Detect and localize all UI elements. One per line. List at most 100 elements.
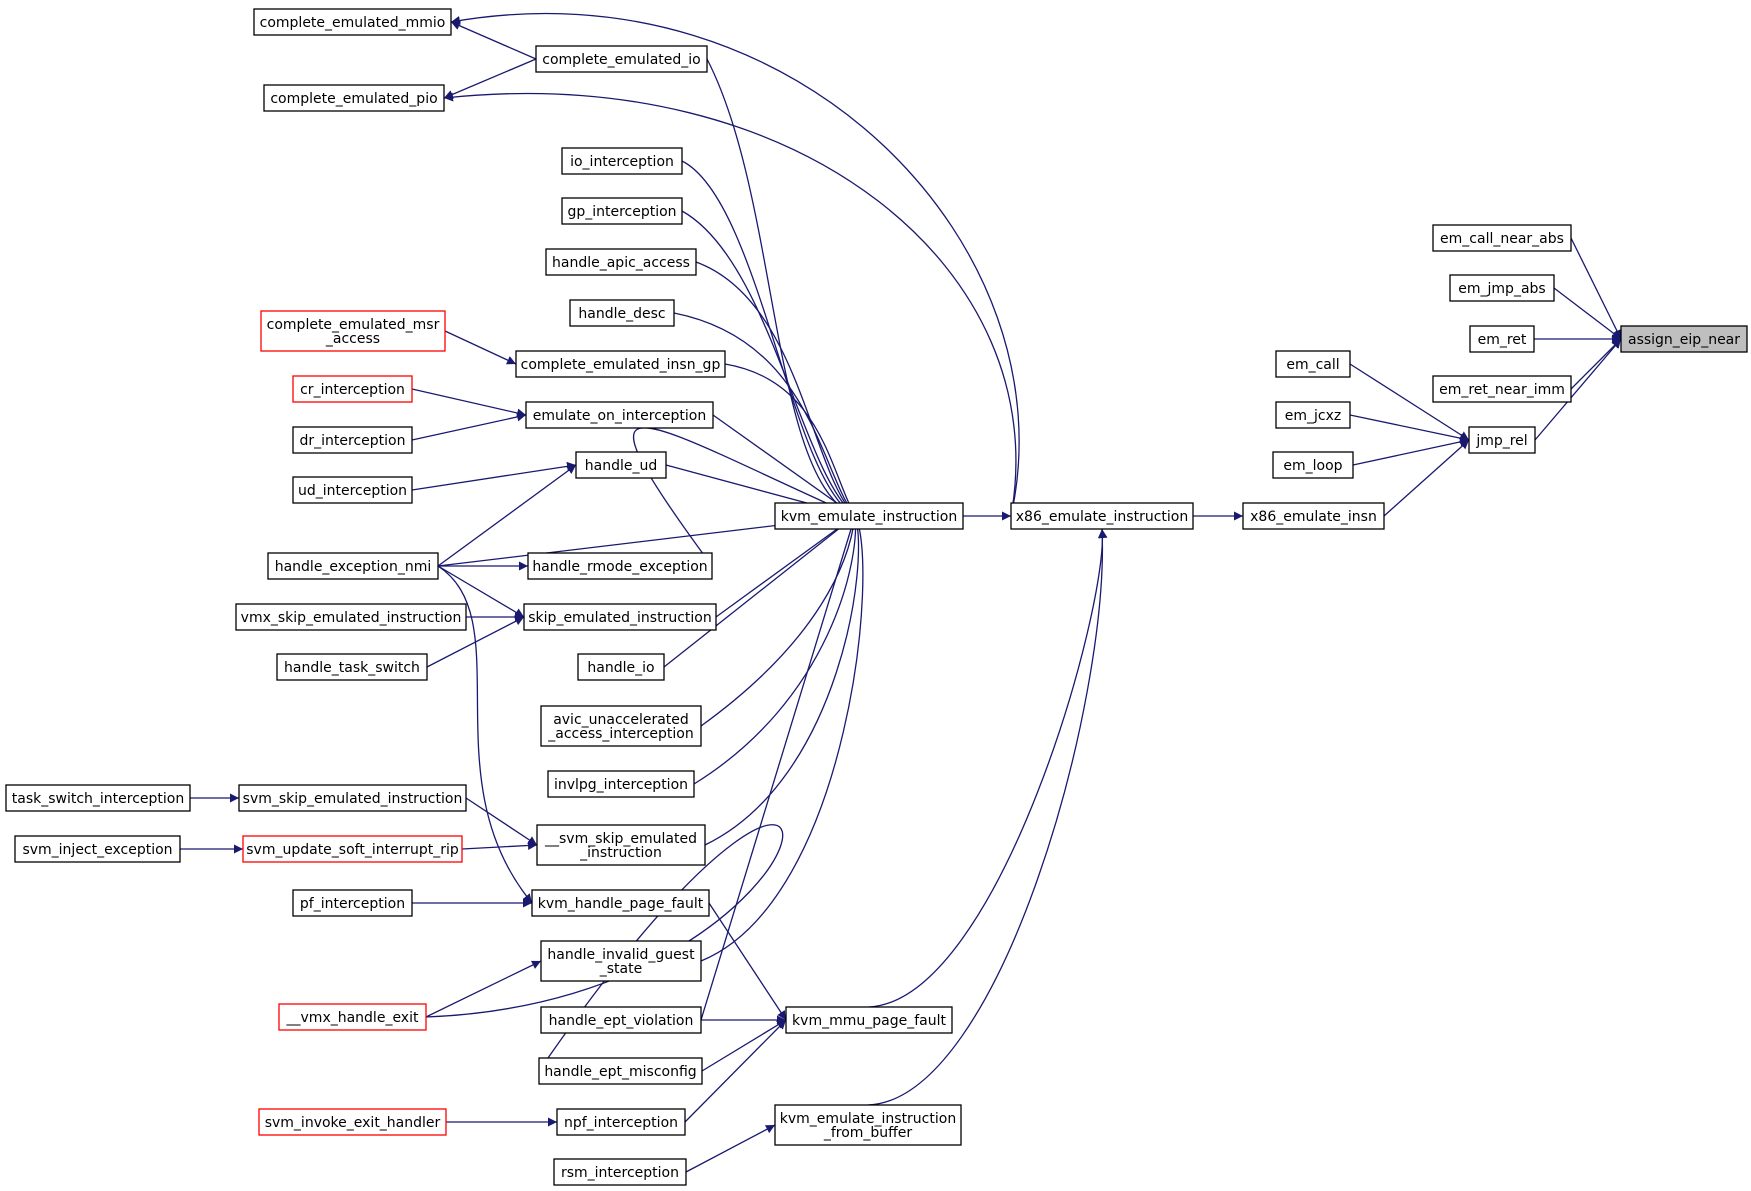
node-svm_invoke_exit_handler[interactable]: svm_invoke_exit_handler bbox=[258, 1108, 447, 1136]
node-complete_emulated_mmio[interactable]: complete_emulated_mmio bbox=[253, 8, 452, 36]
edge-io_interception-to-kvm_emulate_instruction bbox=[681, 160, 856, 517]
node-complete_emulated_insn_gp[interactable]: complete_emulated_insn_gp bbox=[515, 350, 726, 378]
node-box bbox=[1272, 451, 1354, 479]
node-npf_interception[interactable]: npf_interception bbox=[556, 1108, 686, 1136]
edge-complete_emulated_msr_access-to-complete_emulated_insn_gp bbox=[444, 330, 517, 365]
node-complete_emulated_msr_access[interactable]: complete_emulated_msr_access bbox=[260, 310, 446, 352]
node-box bbox=[1010, 502, 1194, 530]
node-em_jmp_abs[interactable]: em_jmp_abs bbox=[1449, 274, 1555, 302]
node-handle_exception_nmi[interactable]: handle_exception_nmi bbox=[267, 552, 439, 580]
node-label: vmx_skip_emulated_instruction bbox=[241, 610, 462, 626]
edge-__vmx_handle_exit-to-handle_invalid_guest_state bbox=[425, 960, 542, 1018]
node-kvm_emulate_instruction_from_buffer[interactable]: kvm_emulate_instruction_from_buffer bbox=[774, 1104, 962, 1146]
edge-handle_ept_violation-to-kvm_emulate_instruction bbox=[700, 515, 857, 1021]
node-svm_update_soft_interrupt_rip[interactable]: svm_update_soft_interrupt_rip bbox=[242, 835, 463, 863]
node-x86_emulate_insn[interactable]: x86_emulate_insn bbox=[1242, 502, 1385, 530]
node-handle_ept_misconfig[interactable]: handle_ept_misconfig bbox=[538, 1057, 703, 1085]
edge-x86_emulate_instruction-to-complete_emulated_pio bbox=[443, 92, 1017, 517]
edge-__svm_skip_emulated_instruction-to-kvm_emulate_instruction bbox=[704, 515, 863, 846]
node-label: _from_buffer bbox=[823, 1125, 913, 1141]
node-rsm_interception[interactable]: rsm_interception bbox=[553, 1158, 687, 1186]
node-box bbox=[575, 451, 667, 479]
edge-kvm_handle_page_fault-to-kvm_mmu_page_fault bbox=[708, 902, 787, 1021]
node-skip_emulated_instruction[interactable]: skip_emulated_instruction bbox=[523, 603, 717, 631]
node-box bbox=[556, 1108, 686, 1136]
node-cr_interception[interactable]: cr_interception bbox=[292, 375, 413, 403]
edge-em_call_near_abs-to-assign_eip_near bbox=[1570, 237, 1622, 340]
node-complete_emulated_io[interactable]: complete_emulated_io bbox=[535, 45, 708, 73]
node-box bbox=[774, 1104, 962, 1146]
node-task_switch_interception[interactable]: task_switch_interception bbox=[5, 784, 191, 812]
node-box bbox=[525, 401, 714, 429]
node-handle_ud[interactable]: handle_ud bbox=[575, 451, 667, 479]
node-gp_interception[interactable]: gp_interception bbox=[561, 197, 683, 225]
node-label: svm_update_soft_interrupt_rip bbox=[246, 842, 459, 858]
node-complete_emulated_pio[interactable]: complete_emulated_pio bbox=[263, 84, 445, 112]
edge-npf_interception-to-kvm_mmu_page_fault bbox=[684, 1019, 787, 1123]
node-em_ret[interactable]: em_ret bbox=[1469, 325, 1535, 353]
node-label: __svm_skip_emulated bbox=[544, 831, 697, 847]
node-__vmx_handle_exit[interactable]: __vmx_handle_exit bbox=[278, 1003, 427, 1031]
node-label: dr_interception bbox=[300, 433, 406, 449]
node-avic_unaccelerated_access_interception[interactable]: avic_unaccelerated_access_interception bbox=[540, 705, 702, 747]
node-handle_desc[interactable]: handle_desc bbox=[569, 299, 675, 327]
node-box bbox=[774, 502, 964, 530]
node-label: em_jcxz bbox=[1285, 408, 1341, 424]
node-kvm_handle_page_fault[interactable]: kvm_handle_page_fault bbox=[531, 889, 710, 917]
node-svm_skip_emulated_instruction[interactable]: svm_skip_emulated_instruction bbox=[238, 784, 467, 812]
node-handle_io[interactable]: handle_io bbox=[577, 653, 665, 681]
node-emulate_on_interception[interactable]: emulate_on_interception bbox=[525, 401, 714, 429]
node-__svm_skip_emulated_instruction[interactable]: __svm_skip_emulated_instruction bbox=[536, 824, 706, 866]
node-label: avic_unaccelerated bbox=[553, 712, 689, 728]
node-svm_inject_exception[interactable]: svm_inject_exception bbox=[14, 835, 181, 863]
node-label: jmp_rel bbox=[1475, 433, 1527, 449]
node-handle_ept_violation[interactable]: handle_ept_violation bbox=[540, 1006, 702, 1034]
node-label: em_call bbox=[1286, 357, 1339, 373]
node-dr_interception[interactable]: dr_interception bbox=[292, 426, 413, 454]
node-box bbox=[535, 45, 708, 73]
node-em_ret_near_imm[interactable]: em_ret_near_imm bbox=[1432, 375, 1572, 403]
node-em_loop[interactable]: em_loop bbox=[1272, 451, 1354, 479]
node-box bbox=[1432, 375, 1572, 403]
edge-ud_interception-to-handle_ud bbox=[411, 461, 577, 491]
node-label: kvm_emulate_instruction bbox=[781, 509, 957, 525]
node-handle_rmode_exception[interactable]: handle_rmode_exception bbox=[527, 552, 713, 580]
node-handle_invalid_guest_state[interactable]: handle_invalid_guest_state bbox=[540, 940, 702, 982]
node-label: handle_task_switch bbox=[284, 660, 420, 676]
node-jmp_rel[interactable]: jmp_rel bbox=[1468, 426, 1536, 454]
node-invlpg_interception[interactable]: invlpg_interception bbox=[547, 770, 695, 798]
node-label: kvm_mmu_page_fault bbox=[792, 1013, 946, 1029]
node-x86_emulate_instruction[interactable]: x86_emulate_instruction bbox=[1010, 502, 1194, 530]
node-box bbox=[577, 653, 665, 681]
node-box bbox=[1275, 350, 1351, 378]
node-em_call[interactable]: em_call bbox=[1275, 350, 1351, 378]
node-em_jcxz[interactable]: em_jcxz bbox=[1275, 401, 1351, 429]
node-io_interception[interactable]: io_interception bbox=[561, 147, 683, 175]
node-label: npf_interception bbox=[564, 1115, 678, 1131]
edge-em_jcxz-to-jmp_rel bbox=[1349, 414, 1470, 443]
node-box bbox=[536, 824, 706, 866]
node-kvm_mmu_page_fault[interactable]: kvm_mmu_page_fault bbox=[785, 1006, 953, 1034]
edge-em_loop-to-jmp_rel bbox=[1352, 437, 1470, 466]
node-em_call_near_abs[interactable]: em_call_near_abs bbox=[1432, 224, 1572, 252]
node-label: em_ret bbox=[1478, 332, 1527, 348]
node-box bbox=[242, 835, 463, 863]
node-label: handle_rmode_exception bbox=[532, 559, 707, 575]
node-box bbox=[553, 1158, 687, 1186]
node-handle_apic_access[interactable]: handle_apic_access bbox=[545, 248, 697, 276]
node-box bbox=[292, 375, 413, 403]
node-vmx_skip_emulated_instruction[interactable]: vmx_skip_emulated_instruction bbox=[235, 603, 467, 631]
node-box bbox=[5, 784, 191, 812]
node-box bbox=[1275, 401, 1351, 429]
node-kvm_emulate_instruction[interactable]: kvm_emulate_instruction bbox=[774, 502, 964, 530]
node-label: em_call_near_abs bbox=[1440, 231, 1564, 247]
node-pf_interception[interactable]: pf_interception bbox=[292, 889, 413, 917]
node-ud_interception[interactable]: ud_interception bbox=[292, 476, 413, 504]
node-label: handle_ud bbox=[585, 458, 657, 474]
node-label: complete_emulated_io bbox=[542, 52, 700, 68]
node-handle_task_switch[interactable]: handle_task_switch bbox=[276, 653, 428, 681]
node-box bbox=[538, 1057, 703, 1085]
node-box bbox=[540, 940, 702, 982]
edge-handle_exception_nmi-to-kvm_handle_page_fault bbox=[437, 565, 533, 904]
node-assign_eip_near[interactable]: assign_eip_near bbox=[1620, 325, 1748, 353]
